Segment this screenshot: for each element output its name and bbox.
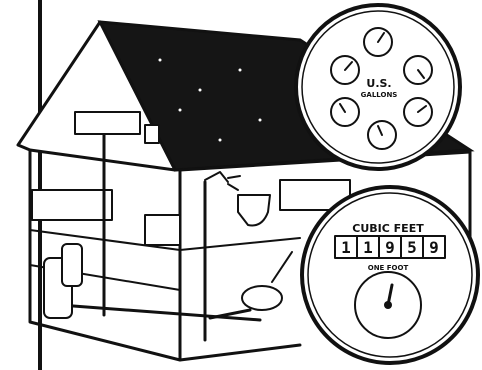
- shower-spray: [228, 176, 240, 190]
- sink-cabinet: [145, 215, 180, 245]
- basement-meter: [242, 286, 282, 310]
- attic-tank: [75, 112, 140, 134]
- gallons-label-us: U.S.: [366, 77, 391, 90]
- odometer-digit-2: 1: [363, 238, 373, 257]
- odometer-digit-5: 9: [429, 238, 439, 257]
- toilet: [238, 195, 270, 225]
- one-foot-hub: [384, 301, 392, 309]
- odometer-digit-4: 5: [407, 238, 417, 257]
- cubic-feet-meter: CUBIC FEET 1 1 9 5 9 ONE FOOT: [302, 187, 478, 363]
- kitchen-counter: [32, 190, 112, 220]
- gallons-label-gallons: GALLONS: [361, 91, 398, 99]
- odometer-digit-3: 9: [385, 238, 395, 257]
- attic-box: [145, 125, 159, 143]
- odometer-digit-1: 1: [341, 238, 351, 257]
- gallons-dial-meter: U.S. GALLONS: [296, 5, 460, 169]
- cubic-feet-label: CUBIC FEET: [352, 222, 424, 235]
- shower-head: [205, 172, 228, 182]
- water-softener: [62, 244, 82, 286]
- meter-pointer-arrow: [272, 252, 292, 282]
- one-foot-label: ONE FOOT: [368, 264, 409, 272]
- odometer-digits: 1 1 9 5 9: [335, 236, 445, 258]
